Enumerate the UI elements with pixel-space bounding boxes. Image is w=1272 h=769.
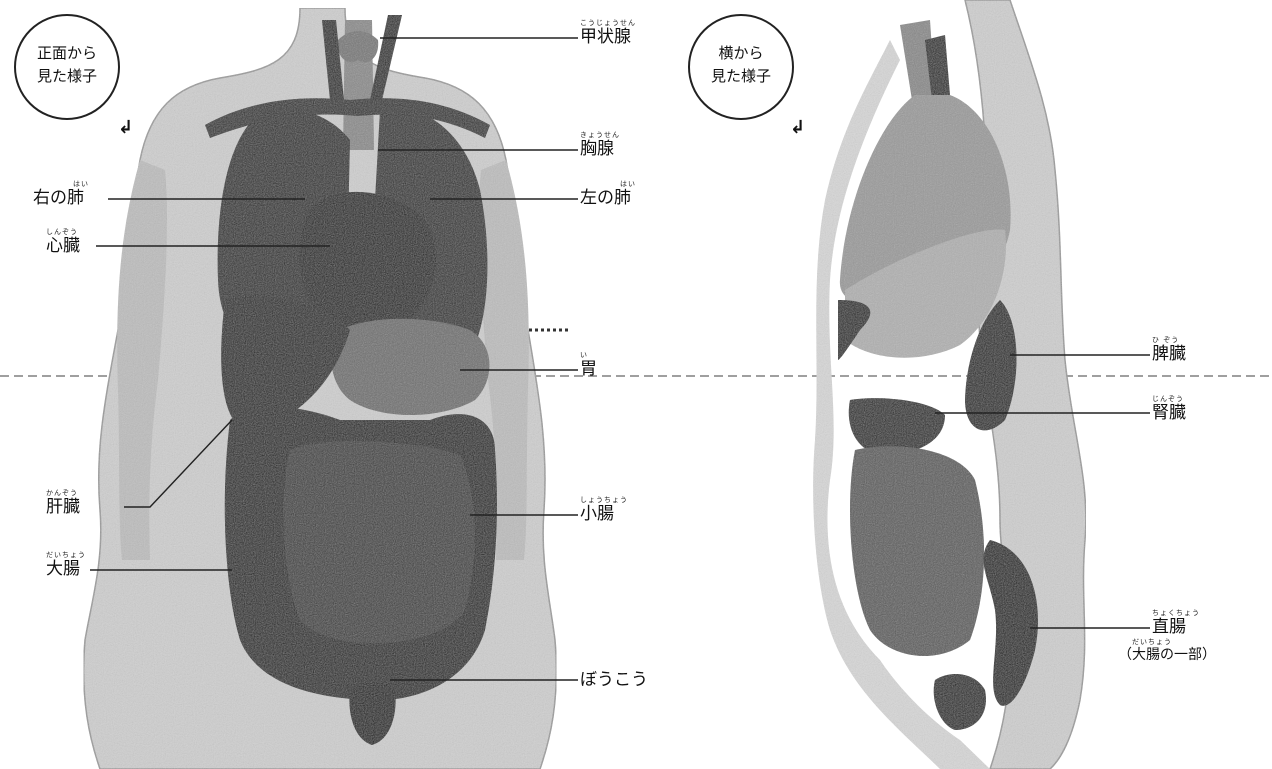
ruby-heart: しんぞう: [46, 229, 80, 236]
text-bladder: ぼうこう: [580, 670, 648, 690]
text-heart: 心臓: [46, 236, 80, 256]
ruby-right-lung: はい: [33, 181, 89, 188]
label-large-intestine: だいちょう 大腸: [46, 552, 86, 578]
ruby-small-intestine: しょうちょう: [580, 497, 628, 504]
ruby-thyroid: こうじょうせん: [580, 20, 636, 27]
side-anus: [934, 674, 986, 730]
ruby-rectum-note: だいちょう: [1118, 639, 1216, 646]
text-thyroid: 甲状腺: [580, 27, 631, 47]
text-liver: 肝臓: [46, 497, 80, 517]
front-small-intestine: [283, 441, 474, 643]
label-right-lung: はい 右の肺: [33, 181, 89, 207]
side-intestines: [850, 446, 984, 656]
ruby-left-lung: はい: [580, 181, 636, 188]
front-view-badge-line2: 見た様子: [16, 65, 118, 88]
label-rectum: ちょくちょう 直腸: [1152, 610, 1200, 636]
text-kidney: 腎臓: [1152, 403, 1186, 423]
label-liver: かんぞう 肝臓: [46, 490, 80, 516]
text-spleen: 脾臓: [1152, 344, 1186, 364]
front-thyroid: [338, 31, 378, 62]
ruby-spleen: ひ ぞう: [1152, 337, 1186, 344]
front-stomach: [331, 319, 489, 415]
ruby-large-intestine: だいちょう: [46, 552, 86, 559]
side-view-badge-line1: 横から: [690, 42, 792, 65]
text-rectum-note: （大腸の一部）: [1118, 647, 1216, 663]
label-heart: しんぞう 心臓: [46, 229, 80, 255]
text-rectum: 直腸: [1152, 617, 1186, 637]
text-stomach: 胃: [580, 359, 597, 379]
front-view-badge-line1: 正面から: [16, 42, 118, 65]
badge-corner-mark: ↲: [790, 114, 805, 142]
label-stomach: い 胃: [580, 352, 597, 378]
side-view-badge: 横から 見た様子 ↲: [688, 14, 794, 120]
ruby-liver: かんぞう: [46, 490, 80, 497]
ruby-stomach: い: [580, 352, 597, 359]
front-view-badge: 正面から 見た様子 ↲: [14, 14, 120, 120]
text-thymus: 胸腺: [580, 139, 614, 159]
text-large-intestine: 大腸: [46, 559, 80, 579]
ruby-kidney: じんぞう: [1152, 396, 1186, 403]
text-left-lung: 左の肺: [580, 188, 631, 208]
label-kidney: じんぞう 腎臓: [1152, 396, 1186, 422]
text-right-lung: 右の肺: [33, 188, 84, 208]
label-spleen: ひ ぞう 脾臓: [1152, 337, 1186, 363]
side-view-badge-line2: 見た様子: [690, 65, 792, 88]
front-organs: [205, 15, 497, 745]
ruby-rectum: ちょくちょう: [1152, 610, 1200, 617]
label-rectum-note: だいちょう （大腸の一部）: [1118, 639, 1216, 662]
label-thymus: きょうせん 胸腺: [580, 132, 620, 158]
badge-corner-mark: ↲: [118, 114, 133, 142]
label-bladder: ぼうこう: [580, 672, 648, 689]
label-small-intestine: しょうちょう 小腸: [580, 497, 628, 523]
ruby-thymus: きょうせん: [580, 132, 620, 139]
label-thyroid: こうじょうせん 甲状腺: [580, 20, 636, 46]
label-left-lung: はい 左の肺: [580, 181, 636, 207]
text-small-intestine: 小腸: [580, 504, 614, 524]
